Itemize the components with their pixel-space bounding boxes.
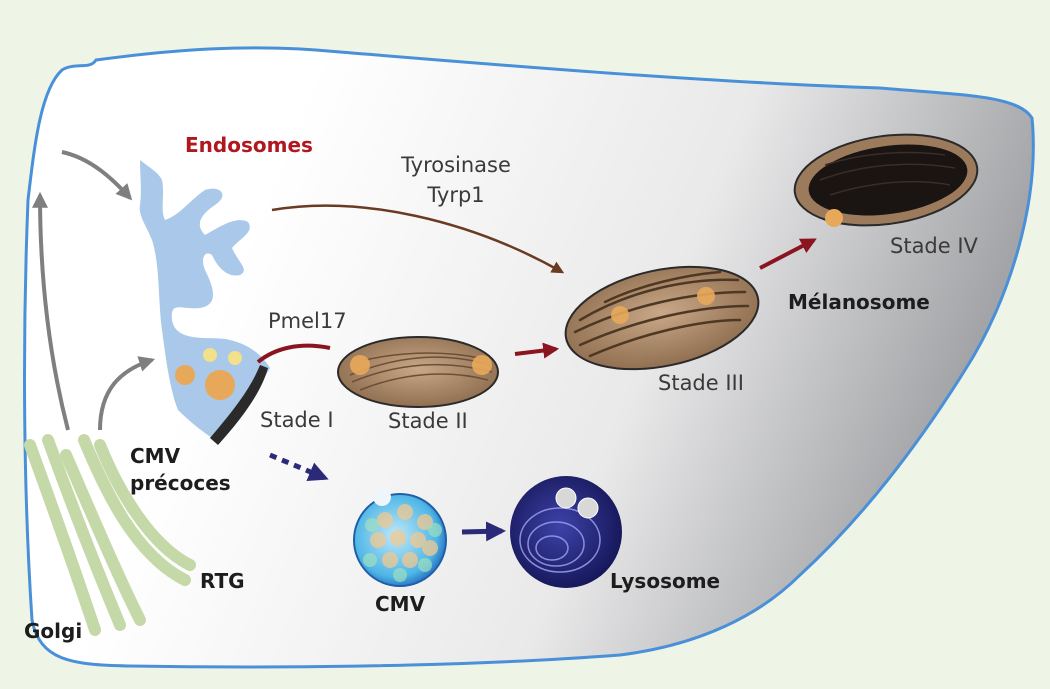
cell-membrane (23, 46, 1035, 669)
arrow-stage3-to-4 (759, 238, 817, 270)
label-lysosome: Lysosome (610, 569, 720, 593)
label-tyrosinase: Tyrosinase (400, 153, 511, 177)
label-cmv: CMV (375, 592, 426, 616)
label-cmv-precoces-2: précoces (130, 471, 231, 495)
melanosome-stage-4 (793, 133, 979, 227)
label-stade-3: Stade III (658, 371, 744, 395)
arrow-golgi-to-membrane (32, 191, 70, 431)
melanosome-stage-2 (337, 336, 499, 408)
endosome-shape (139, 160, 270, 440)
label-stade-2: Stade II (388, 409, 468, 433)
label-rtg: RTG (200, 569, 245, 593)
arrow-membrane-to-endosome (61, 150, 133, 201)
label-stade-4: Stade IV (890, 234, 979, 258)
arrow-cmv-to-lysosome (461, 521, 506, 542)
melanosome-stage-3 (564, 265, 760, 371)
arrow-pmel17 (256, 343, 331, 364)
label-cmv-precoces-1: CMV (130, 444, 181, 468)
label-melanosome: Mélanosome (788, 290, 930, 314)
label-golgi: Golgi (24, 619, 82, 643)
label-endosomes: Endosomes (185, 133, 313, 157)
cmv-body (353, 488, 447, 587)
arrow-golgi-to-endosome (98, 356, 156, 431)
arrow-stage2-to-3 (514, 342, 560, 359)
label-pmel17: Pmel17 (268, 309, 347, 333)
label-tyrp1: Tyrp1 (426, 183, 484, 207)
golgi-apparatus (24, 434, 196, 636)
lysosome-body (510, 476, 622, 588)
arrow-tyrosinase (271, 204, 565, 274)
label-stade-1: Stade I (260, 408, 334, 432)
endosome-vesicles (175, 348, 242, 400)
arrow-dashed-to-cmv (269, 452, 329, 482)
endosome-dark-edge (210, 365, 268, 445)
